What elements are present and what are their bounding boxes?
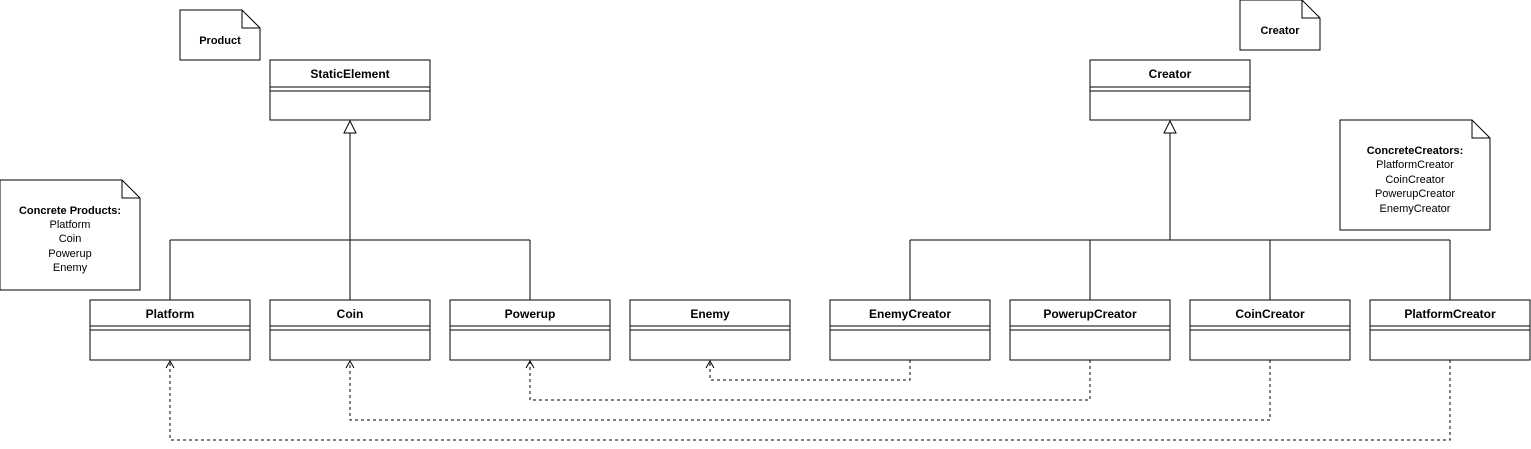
class-name: StaticElement	[310, 67, 389, 81]
class-name: Powerup	[505, 307, 556, 321]
class-enemy[interactable]: Enemy	[629, 299, 791, 361]
note-product-label: Product	[199, 35, 241, 47]
class-name: Platform	[146, 307, 195, 321]
class-name: Creator	[1149, 67, 1192, 81]
inheritance-arrowhead-creator	[1163, 119, 1177, 134]
class-enemy-creator[interactable]: EnemyCreator	[829, 299, 991, 361]
note-creator-label: Creator	[1260, 25, 1300, 37]
note-creator: Creator	[1239, 0, 1321, 51]
class-powerup[interactable]: Powerup	[449, 299, 611, 361]
inheritance-edges-product	[169, 133, 531, 300]
note-product: Product	[179, 9, 261, 61]
dependency-arrowhead-platform	[165, 359, 175, 369]
class-coin-creator[interactable]: CoinCreator	[1189, 299, 1351, 361]
note-concrete-products-item: Powerup	[48, 248, 91, 260]
class-platform-creator[interactable]: PlatformCreator	[1369, 299, 1531, 361]
class-coin[interactable]: Coin	[269, 299, 431, 361]
class-name: Enemy	[690, 307, 730, 321]
note-concrete-creators-item: EnemyCreator	[1380, 203, 1451, 215]
note-concrete-creators-item: PowerupCreator	[1375, 188, 1455, 200]
note-concrete-products-item: Coin	[59, 233, 82, 245]
note-concrete-creators-item: CoinCreator	[1385, 174, 1445, 186]
note-concrete-creators: ConcreteCreators: PlatformCreator CoinCr…	[1339, 119, 1491, 231]
dependency-enemy-creator-to-enemy	[709, 360, 911, 381]
class-name: CoinCreator	[1235, 307, 1305, 321]
dependency-platform-creator-to-platform	[169, 360, 1451, 441]
class-powerup-creator[interactable]: PowerupCreator	[1009, 299, 1171, 361]
note-concrete-products-title: Concrete Products:	[19, 205, 121, 217]
inheritance-edges-creator	[909, 133, 1451, 300]
class-creator[interactable]: Creator	[1089, 59, 1251, 121]
dependency-powerup-creator-to-powerup	[529, 360, 1091, 401]
class-static-element[interactable]: StaticElement	[269, 59, 431, 121]
dependency-coin-creator-to-coin	[349, 360, 1271, 421]
class-name: Coin	[337, 307, 364, 321]
class-name: PowerupCreator	[1043, 307, 1137, 321]
inheritance-arrowhead-static-element	[343, 119, 357, 134]
class-name: EnemyCreator	[869, 307, 951, 321]
note-concrete-creators-item: PlatformCreator	[1376, 159, 1454, 171]
note-concrete-creators-title: ConcreteCreators:	[1367, 145, 1464, 157]
note-concrete-products: Concrete Products: Platform Coin Powerup…	[0, 179, 141, 291]
note-concrete-products-item: Platform	[50, 219, 91, 231]
class-platform[interactable]: Platform	[89, 299, 251, 361]
dependency-arrowhead-enemy	[705, 359, 715, 369]
dependency-arrowhead-powerup	[525, 359, 535, 369]
note-concrete-products-item: Enemy	[53, 262, 88, 274]
dependency-arrowhead-coin	[345, 359, 355, 369]
class-name: PlatformCreator	[1404, 307, 1496, 321]
